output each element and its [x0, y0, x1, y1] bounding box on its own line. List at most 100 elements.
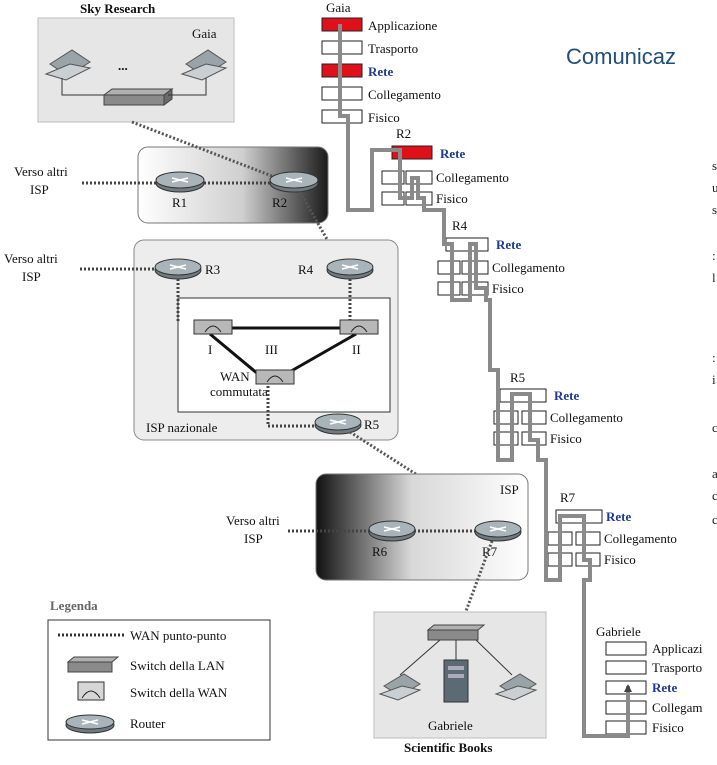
svg-text:s: s: [712, 202, 717, 217]
other-isp-label: Verso altri: [4, 251, 58, 266]
router-r2-label: R2: [272, 195, 287, 210]
svg-text:i: i: [712, 372, 716, 387]
stack-layer: Fisico: [436, 191, 468, 206]
svg-text:c: c: [712, 420, 717, 435]
stack-layer: Collegamento: [492, 260, 565, 275]
stack-layer: Trasporto: [368, 41, 418, 56]
stack-layer: Rete: [606, 509, 631, 524]
legend-item: Switch della LAN: [130, 658, 225, 673]
router-r3-label: R3: [205, 262, 220, 277]
stack-layer: Applicazione: [368, 18, 438, 33]
lan-switch-icon: [426, 624, 486, 641]
svg-text:l: l: [712, 270, 716, 285]
national-isp-label: ISP nazionale: [146, 420, 218, 435]
laptop-icon: [44, 49, 92, 81]
stack-layer: Rete: [368, 64, 393, 79]
protocol-stack-gabriele: Gabriele Applicazi Trasporto Rete Colleg…: [596, 624, 703, 735]
stack-name: R7: [560, 490, 576, 505]
router-icon: [474, 520, 522, 542]
router-icon: [368, 520, 416, 542]
sky-research-label: Sky Research: [80, 1, 156, 16]
router-r5-label: R5: [364, 417, 379, 432]
stack-name: Gaia: [326, 0, 351, 15]
router-r6-label: R6: [372, 544, 388, 559]
stack-layer: Rete: [496, 237, 521, 252]
legend: Legenda WAN punto-punto Switch della LAN…: [47, 598, 271, 741]
other-isp-label: Verso altri: [14, 164, 68, 179]
svg-text::: :: [712, 248, 716, 263]
stack-layer: Trasporto: [652, 660, 702, 675]
svg-text::: :: [712, 350, 716, 365]
stack-layer: Applicazi: [652, 641, 703, 656]
wan-switch-ii-label: II: [352, 342, 361, 357]
laptop-icon: [180, 49, 228, 81]
stack-layer: Collegamento: [550, 410, 623, 425]
router-icon: [155, 171, 205, 193]
svg-text:a: a: [712, 466, 717, 481]
lan-switch-icon: [66, 656, 120, 673]
wan-switch-icon: [193, 319, 233, 335]
stack-layer: Rete: [440, 146, 465, 161]
wan-switch-icon: [255, 369, 295, 385]
wan-switch-icon: [77, 681, 105, 701]
packet-path: [338, 24, 630, 738]
legend-item: Switch della WAN: [130, 685, 228, 700]
router-icon: [326, 258, 374, 280]
sky-research-network: Sky Research Gaia ...: [37, 1, 235, 123]
local-isp-box: [315, 473, 529, 581]
router-r7-label: R7: [482, 544, 498, 559]
other-isp-label: ISP: [30, 182, 49, 197]
gaia-host-label: Gaia: [192, 26, 217, 41]
wan-switch-icon: [339, 319, 379, 335]
svg-text:s: s: [712, 158, 717, 173]
scientific-books-network: Gabriele Scientific Books: [373, 611, 547, 755]
stack-layer: Collegamento: [368, 87, 441, 102]
other-isp-label: ISP: [22, 269, 41, 284]
stack-layer: Fisico: [604, 552, 636, 567]
stack-layer: Collegam: [652, 700, 703, 715]
stack-layer: Rete: [652, 680, 677, 695]
protocol-stack-r4: R4 Rete Collegamento Fisico: [437, 218, 565, 296]
router-icon: [154, 258, 202, 280]
stack-layer: Fisico: [492, 281, 524, 296]
router-r4-label: R4: [298, 262, 314, 277]
legend-item: WAN punto-punto: [130, 628, 226, 643]
ellipsis: ...: [118, 58, 128, 73]
regional-isp-box: [137, 146, 329, 224]
stack-name: R4: [452, 218, 468, 233]
svg-text:c: c: [712, 488, 717, 503]
router-icon: [65, 714, 115, 734]
stack-name: R5: [510, 370, 525, 385]
stack-layer: Collegamento: [604, 531, 677, 546]
scientific-books-label: Scientific Books: [404, 740, 492, 755]
stack-name: Gabriele: [596, 624, 641, 639]
local-isp-label: ISP: [500, 482, 519, 497]
protocol-stack-r7: R7 Rete Collegamento Fisico: [547, 490, 677, 567]
wan-switch-i-label: I: [208, 342, 212, 357]
laptop-icon: [494, 673, 538, 701]
router-icon: [269, 171, 319, 193]
stack-name: R2: [396, 126, 411, 141]
lan-switch-icon: [102, 88, 174, 106]
gabriele-host-label: Gabriele: [428, 718, 473, 733]
wan-label: commutata: [210, 384, 268, 399]
legend-item: Router: [130, 716, 166, 731]
router-icon: [314, 413, 362, 435]
svg-text:u: u: [712, 180, 717, 195]
router-r1-label: R1: [172, 195, 187, 210]
legend-title: Legenda: [50, 598, 98, 613]
stack-layer: Fisico: [368, 110, 400, 125]
server-icon: [443, 659, 469, 703]
stack-layer: Collegamento: [436, 170, 509, 185]
wan-label: WAN: [220, 369, 250, 384]
other-isp-label: ISP: [244, 531, 263, 546]
svg-text:c: c: [712, 512, 717, 527]
legend-box: [47, 619, 271, 741]
switched-wan-box: [177, 297, 391, 413]
stack-layer: Fisico: [550, 431, 582, 446]
stack-layer: Rete: [554, 388, 579, 403]
wan-switch-iii-label: III: [265, 342, 278, 357]
slide-title: Comunicaz: [566, 44, 677, 69]
stack-layer: Fisico: [652, 720, 684, 735]
